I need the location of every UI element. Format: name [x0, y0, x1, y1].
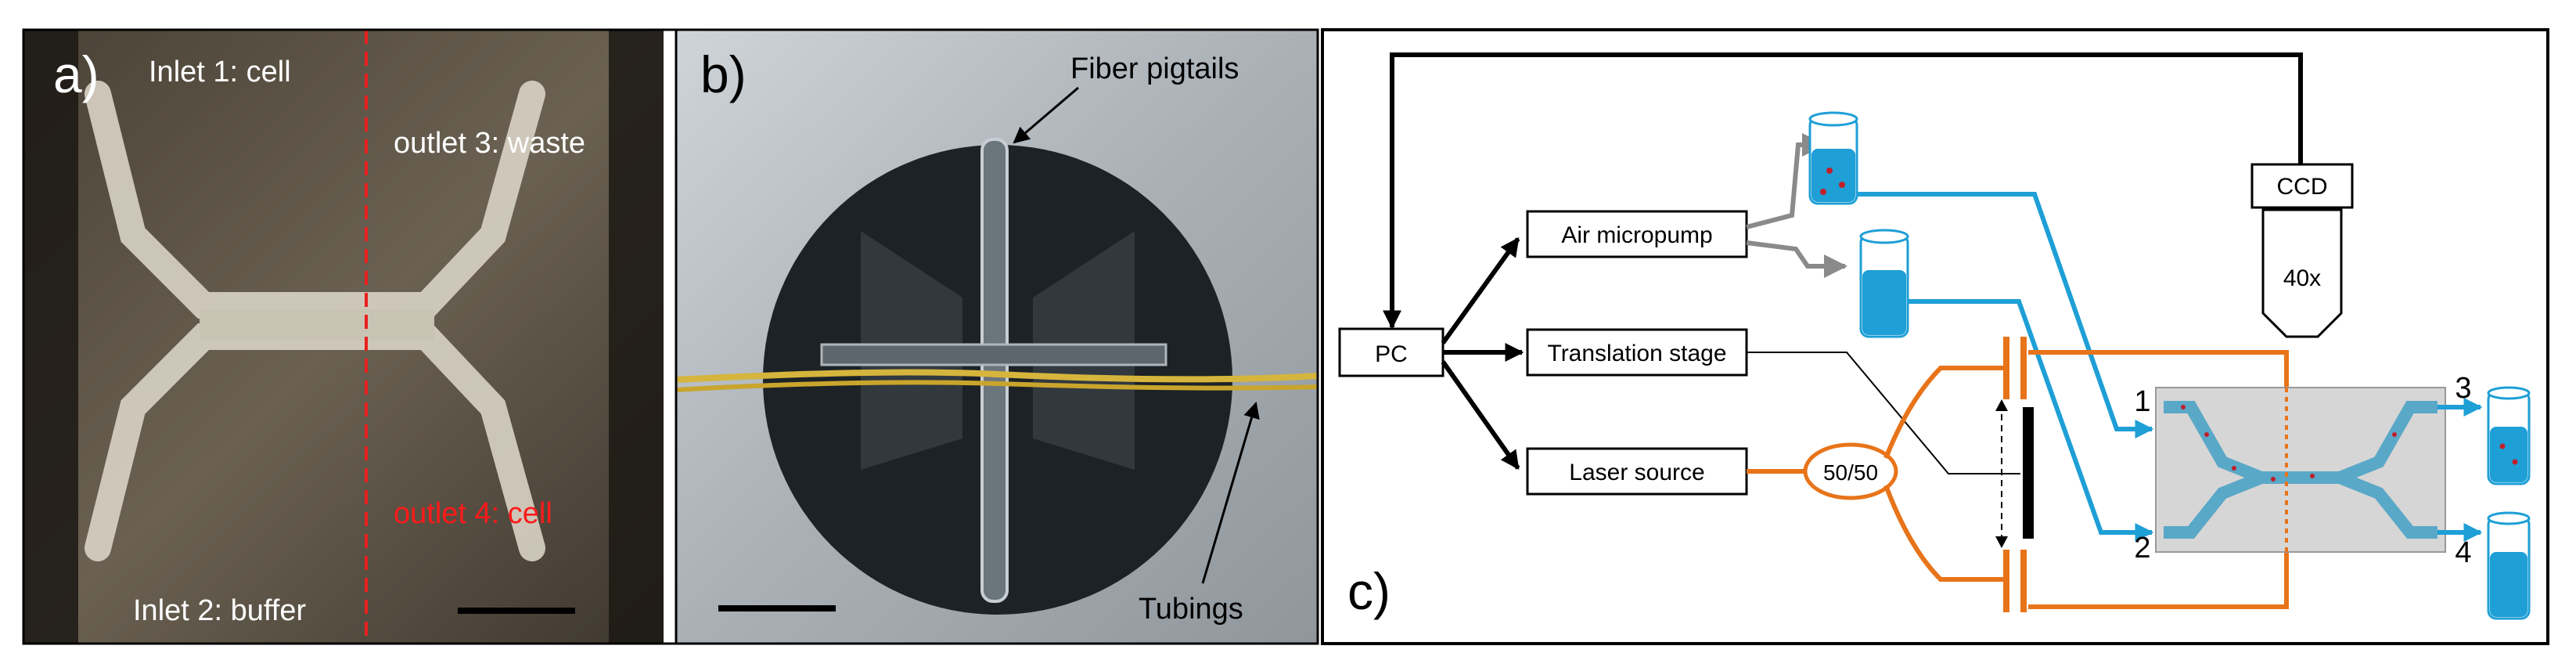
pc-to-laser-arrow	[1441, 360, 1520, 470]
panel-b-letter: b)	[700, 45, 747, 103]
ccd-label: CCD	[2277, 174, 2328, 200]
scale-bar-a	[458, 608, 575, 614]
tubing	[675, 369, 1319, 383]
chip-channels	[2164, 401, 2437, 539]
outlet-vial-4	[2487, 511, 2531, 620]
pc-to-pump-arrow	[1441, 237, 1520, 345]
ccd-to-pc-line	[1383, 52, 2303, 330]
inlet1-label: Inlet 1: cell	[149, 56, 291, 88]
laser-source-label: Laser source	[1569, 460, 1704, 485]
fiber-arrow	[1013, 86, 1079, 144]
outlet-vial-3	[2487, 386, 2531, 485]
splitter-label: 50/50	[1823, 460, 1878, 485]
panel-b: b) Fiber pigtails Tubings	[675, 30, 1319, 644]
panel-c: PC Air micropump Translation stage Laser…	[1321, 28, 2549, 645]
inlet2-label: Inlet 2: buffer	[133, 594, 306, 627]
beam-blocker	[2023, 407, 2034, 539]
pc-label: PC	[1375, 341, 1408, 367]
outlet4-label: outlet 4: cell	[394, 497, 552, 530]
air-micropump-box	[1526, 210, 1748, 258]
fiber-pigtail	[980, 138, 1009, 603]
scale-bar-b	[718, 605, 836, 611]
air-line-2	[1746, 240, 1847, 278]
panel-a-letter: a)	[53, 45, 99, 103]
pc-box	[1338, 327, 1445, 377]
panel-c-letter: c)	[1347, 562, 1391, 620]
port-3-label: 3	[2455, 372, 2471, 405]
ccd-box	[2250, 163, 2354, 209]
translation-stage-label: Translation stage	[1547, 341, 1726, 366]
stage-link-line	[1747, 352, 2020, 474]
port-4-label: 4	[2455, 536, 2471, 569]
objective-label: 40x	[2283, 265, 2321, 291]
air-micropump-label: Air micropump	[1561, 222, 1712, 248]
chip-cells	[2181, 405, 2397, 482]
port-2-label: 2	[2134, 532, 2150, 565]
panel-a: a) Inlet 1: cell outlet 3: waste outlet …	[23, 30, 664, 644]
tubing-arrow	[1201, 401, 1260, 584]
fluid-line-inlet2	[1908, 299, 2154, 542]
laser-source-box	[1526, 447, 1748, 496]
splitter-ellipse	[1803, 442, 1898, 500]
objective-body	[2261, 208, 2343, 338]
vial-buffer	[1859, 229, 1909, 338]
vial-cells	[1808, 111, 1858, 205]
translation-stage-box	[1526, 328, 1748, 377]
port-1-label: 1	[2134, 385, 2150, 418]
fluid-line-inlet1	[1857, 192, 2154, 438]
fiber-pigtails-label: Fiber pigtails	[1070, 52, 1239, 85]
outlet3-label: outlet 3: waste	[394, 127, 585, 160]
tubings-label: Tubings	[1139, 593, 1243, 626]
central-channel	[200, 309, 434, 341]
